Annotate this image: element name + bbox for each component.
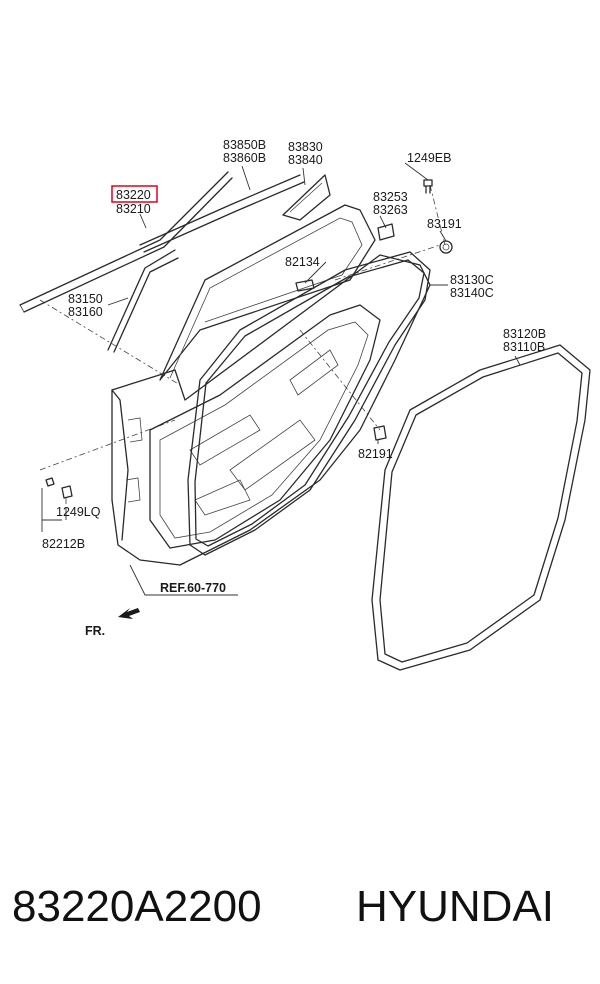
label-83253: 83253 xyxy=(373,190,408,204)
label-ref: REF.60-770 xyxy=(160,581,226,595)
label-83840: 83840 xyxy=(288,153,323,167)
label-83191: 83191 xyxy=(427,217,462,231)
door-weatherstrip xyxy=(187,251,431,556)
inner-belt-weatherstrip xyxy=(139,174,305,253)
label-82212B: 82212B xyxy=(42,537,85,551)
door-shell xyxy=(111,204,431,566)
label-82134: 82134 xyxy=(285,255,320,269)
label-1249EB: 1249EB xyxy=(407,151,451,165)
part-labels: 83850B 83860B 83830 83840 1249EB 83220 8… xyxy=(42,138,546,638)
belt-moulding-strip xyxy=(19,171,233,313)
label-83830: 83830 xyxy=(288,140,323,154)
label-83150: 83150 xyxy=(68,292,103,306)
label-1249LQ: 1249LQ xyxy=(56,505,101,519)
label-83120B: 83120B xyxy=(503,327,546,341)
highlight-box-83220 xyxy=(111,185,158,203)
door-frame-channel xyxy=(107,249,179,353)
label-83220: 83220 xyxy=(116,188,151,202)
delta-moulding xyxy=(282,174,331,221)
label-83110B: 83110B xyxy=(503,340,545,354)
label-83130C: 83130C xyxy=(450,273,494,287)
front-arrow-icon xyxy=(118,608,140,619)
label-83263: 83263 xyxy=(373,203,408,217)
label-83860B: 83860B xyxy=(223,151,266,165)
label-83160: 83160 xyxy=(68,305,103,319)
label-83140C: 83140C xyxy=(450,286,494,300)
part-number: 83220A2200 xyxy=(12,882,262,931)
label-83210: 83210 xyxy=(116,202,151,216)
leader-lines xyxy=(41,162,521,596)
label-83850B: 83850B xyxy=(223,138,266,152)
brand-name: HYUNDAI xyxy=(356,882,555,931)
label-fr: FR. xyxy=(85,624,105,638)
label-82191: 82191 xyxy=(358,447,393,461)
body-weatherstrip xyxy=(371,344,591,671)
caption: 83220A2200 HYUNDAI xyxy=(0,872,600,952)
